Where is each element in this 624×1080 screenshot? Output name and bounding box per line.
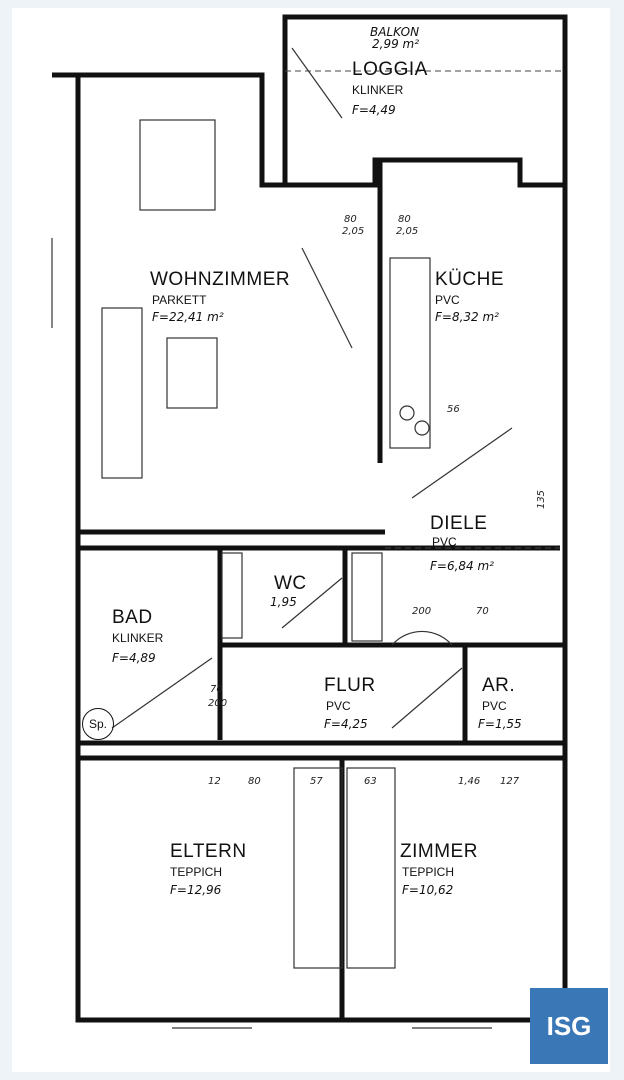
room-kueche-floor: PVC [435,293,460,307]
room-ar-name: AR. [482,675,516,696]
dimension-label: 70 [476,606,489,617]
coffee-table [166,337,218,409]
dimension-label: 70 [210,684,223,695]
wardrobe [346,767,396,969]
diagonal [281,577,343,629]
dimension-label: 80 [344,214,357,225]
dimension-label: 2,05 [342,226,365,237]
room-wc-name: WC [274,573,307,594]
room-flur-area: F=4,25 [324,717,368,731]
room-zimmer-name: ZIMMER [400,841,478,862]
floor-plan: BALKON 2,99 m² LOGGIA KLINKER F=4,49 WOH… [12,8,610,1072]
room-diele-floor: PVC [432,535,457,549]
room-diele-name: DIELE [430,513,488,534]
dimension-label: 80 [398,214,411,225]
dimension-label: 63 [364,776,377,787]
dimension-label: 1,46 [458,776,481,787]
dimension-label: 2,05 [396,226,419,237]
balkon-area: 2,99 m² [372,37,420,51]
loggia-wall [282,14,568,185]
room-loggia-floor: KLINKER [352,83,404,97]
dimension-label: 200 [412,606,432,617]
stair-shaft [221,552,243,639]
dimension-label: 200 [208,698,228,709]
room-eltern-name: ELTERN [170,841,247,862]
dimension-label: 127 [500,776,520,787]
kitchen-hob [399,405,415,421]
room-bad-area: F=4,89 [112,651,156,665]
room-wc-area: 1,95 [270,595,297,609]
dimension-label: 57 [310,776,323,787]
room-loggia-name: LOGGIA [352,59,428,80]
outer-wall [52,72,568,1023]
room-flur-name: FLUR [324,675,376,696]
dimension-label: 135 [536,489,548,510]
sofa [101,307,143,479]
wardrobe [293,767,343,969]
room-wohnzimmer-name: WOHNZIMMER [150,269,291,290]
door-swing [391,630,453,646]
room-loggia-area: F=4,49 [352,103,396,117]
dimension-label: 56 [447,404,460,415]
isg-logo: ISG [530,988,608,1064]
dimension-label: 12 [208,776,221,787]
dimension-label: 80 [248,776,261,787]
diagonal [111,657,213,729]
room-ar-floor: PVC [482,699,507,713]
room-bad-floor: KLINKER [112,631,164,645]
diagonal [391,667,463,729]
room-eltern-area: F=12,96 [170,883,222,897]
walls-drawing [51,14,568,1029]
room-eltern-floor: TEPPICH [170,865,223,879]
room-ar-area: F=1,55 [478,717,522,731]
balkon-label: BALKON [370,25,420,39]
kitchen-counter [389,257,431,449]
shelf [351,552,383,642]
room-kueche-name: KÜCHE [435,269,505,290]
storage-heater-marker: Sp. [82,708,114,740]
diagonal [291,47,343,119]
room-flur-floor: PVC [326,699,351,713]
room-wohnzimmer-area: F=22,41 m² [152,310,224,324]
dining-table [139,119,216,211]
diagonal [301,247,353,349]
room-wohnzimmer-floor: PARKETT [152,293,207,307]
room-kueche-area: F=8,32 m² [435,310,499,324]
room-diele-area: F=6,84 m² [430,559,494,573]
room-zimmer-area: F=10,62 [402,883,454,897]
kitchen-hob [414,420,430,436]
diagonal [411,427,513,499]
room-bad-name: BAD [112,607,153,628]
room-zimmer-floor: TEPPICH [402,865,455,879]
